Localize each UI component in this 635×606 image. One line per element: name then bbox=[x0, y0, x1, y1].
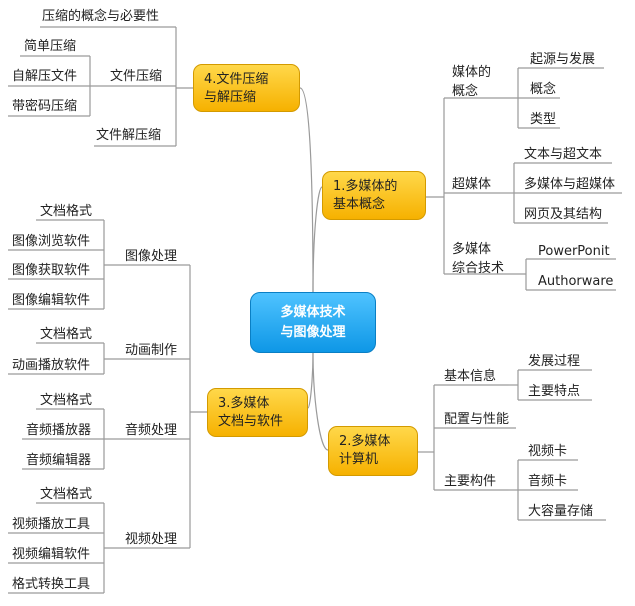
link-center-b1 bbox=[312, 186, 323, 294]
node-dev-process[interactable]: 发展过程 bbox=[528, 354, 581, 369]
node-origin-development[interactable]: 起源与发展 bbox=[530, 52, 596, 67]
node-hypermedia[interactable]: 超媒体 bbox=[452, 177, 492, 192]
node-audio-player[interactable]: 音频播放器 bbox=[26, 423, 92, 438]
node-simple-compress[interactable]: 简单压缩 bbox=[24, 39, 77, 54]
node-format-converter[interactable]: 格式转换工具 bbox=[12, 577, 91, 592]
node-image-editor[interactable]: 图像编辑软件 bbox=[12, 293, 91, 308]
node-mass-storage[interactable]: 大容量存储 bbox=[528, 504, 594, 519]
node-password-compress[interactable]: 带密码压缩 bbox=[12, 99, 78, 114]
node-image-processing[interactable]: 图像处理 bbox=[125, 249, 178, 264]
node-video-doc-format[interactable]: 文档格式 bbox=[40, 487, 93, 502]
node-main-features[interactable]: 主要特点 bbox=[528, 384, 581, 399]
node-video-editor[interactable]: 视频编辑软件 bbox=[12, 547, 91, 562]
node-image-capture[interactable]: 图像获取软件 bbox=[12, 263, 91, 278]
node-media-concept[interactable]: 媒体的 概念 bbox=[452, 65, 492, 99]
topic-multimedia-docs-software[interactable]: 3.多媒体 文档与软件 bbox=[207, 388, 308, 437]
node-webpage-structure[interactable]: 网页及其结构 bbox=[524, 207, 603, 222]
node-animation-player[interactable]: 动画播放软件 bbox=[12, 358, 91, 373]
node-audio-doc-format[interactable]: 文档格式 bbox=[40, 393, 93, 408]
node-video-card[interactable]: 视频卡 bbox=[528, 444, 568, 459]
node-authorware[interactable]: Authorware bbox=[538, 274, 614, 289]
node-file-decompress[interactable]: 文件解压缩 bbox=[96, 128, 162, 143]
node-config-performance[interactable]: 配置与性能 bbox=[444, 412, 510, 427]
node-text-hypertext[interactable]: 文本与超文本 bbox=[524, 147, 603, 162]
link-center-b3 bbox=[307, 351, 314, 409]
node-audio-card[interactable]: 音频卡 bbox=[528, 474, 568, 489]
node-main-components[interactable]: 主要构件 bbox=[444, 474, 497, 489]
node-animation-doc-format[interactable]: 文档格式 bbox=[40, 327, 93, 342]
node-file-compress[interactable]: 文件压缩 bbox=[110, 69, 163, 84]
node-self-extract[interactable]: 自解压文件 bbox=[12, 69, 78, 84]
node-animation[interactable]: 动画制作 bbox=[125, 343, 178, 358]
node-video-processing[interactable]: 视频处理 bbox=[125, 532, 178, 547]
topic-multimedia-computer[interactable]: 2.多媒体 计算机 bbox=[328, 426, 418, 476]
node-image-viewer[interactable]: 图像浏览软件 bbox=[12, 234, 91, 249]
node-integration-tech[interactable]: 多媒体 综合技术 bbox=[452, 242, 505, 276]
node-types[interactable]: 类型 bbox=[530, 112, 557, 127]
link-center-b4 bbox=[299, 87, 314, 294]
node-video-player[interactable]: 视频播放工具 bbox=[12, 517, 91, 532]
link-center-b2 bbox=[312, 351, 329, 451]
topic-multimedia-basics[interactable]: 1.多媒体的 基本概念 bbox=[322, 171, 426, 220]
node-multimedia-hypermedia[interactable]: 多媒体与超媒体 bbox=[524, 177, 616, 192]
node-image-doc-format[interactable]: 文档格式 bbox=[40, 204, 93, 219]
topic-file-compression[interactable]: 4.文件压缩 与解压缩 bbox=[193, 64, 300, 112]
node-compression-necessity[interactable]: 压缩的概念与必要性 bbox=[42, 9, 160, 24]
node-basic-info[interactable]: 基本信息 bbox=[444, 369, 497, 384]
node-concept[interactable]: 概念 bbox=[530, 82, 557, 97]
node-audio-editor[interactable]: 音频编辑器 bbox=[26, 453, 92, 468]
central-topic[interactable]: 多媒体技术 与图像处理 bbox=[250, 292, 376, 353]
node-audio-processing[interactable]: 音频处理 bbox=[125, 423, 178, 438]
node-powerpoint[interactable]: PowerPonit bbox=[538, 244, 610, 259]
